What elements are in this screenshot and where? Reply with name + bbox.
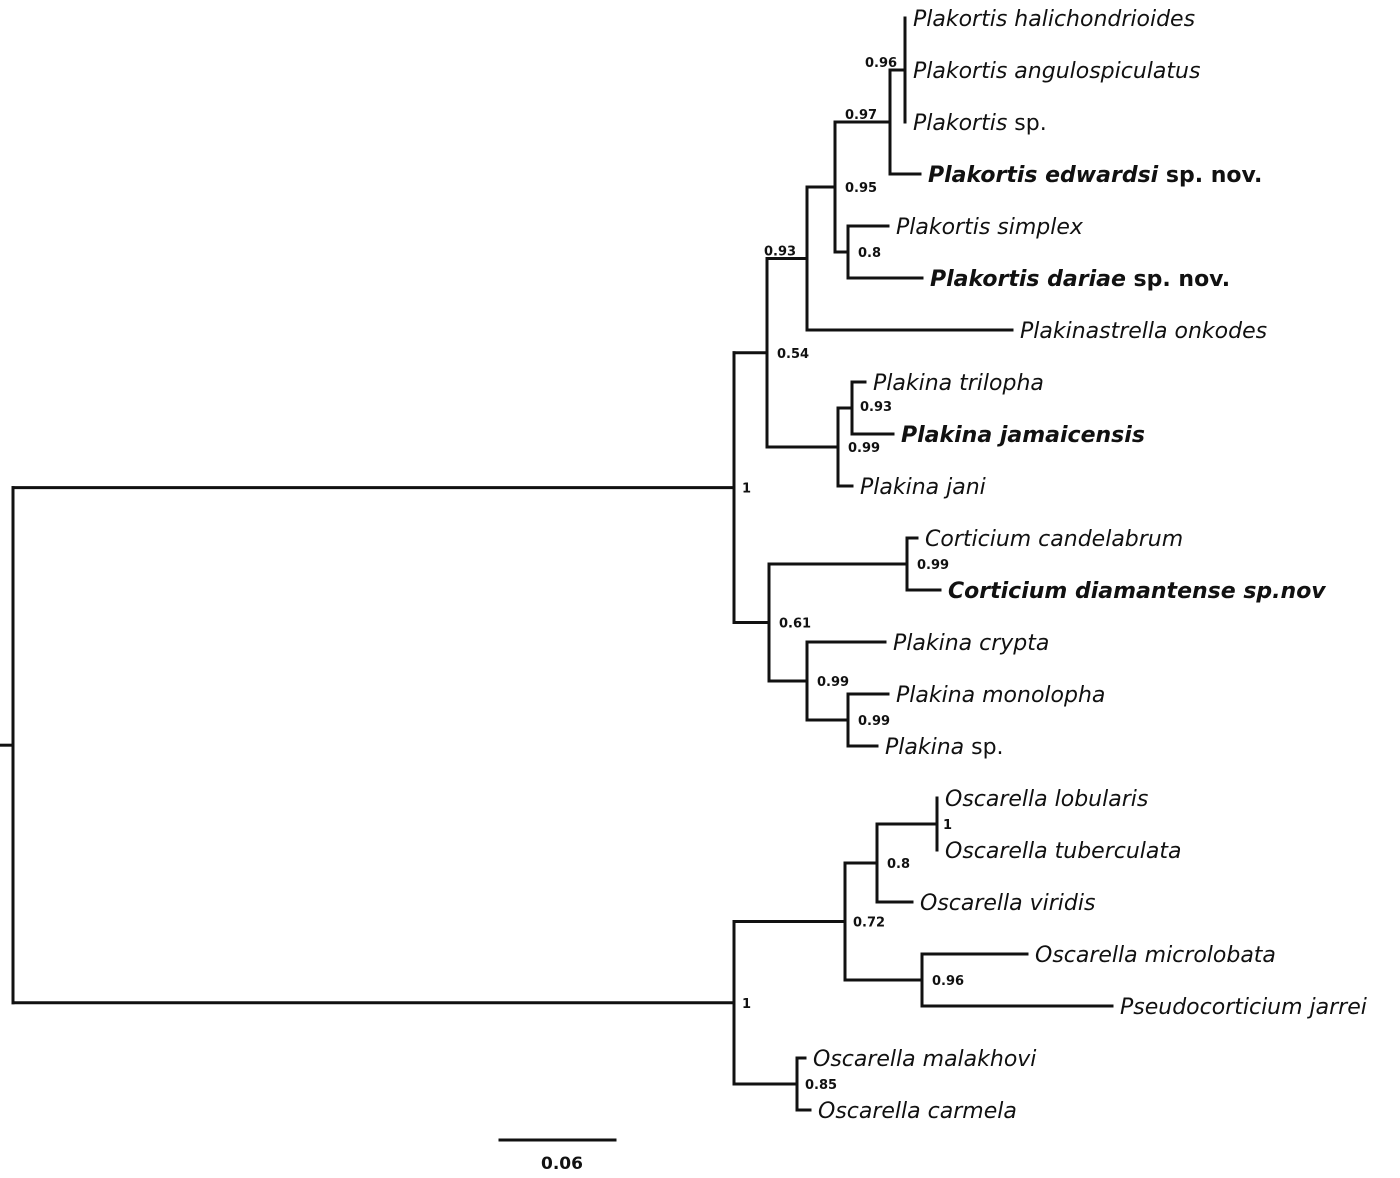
taxon-label-part: Pseudocorticium jarrei (1120, 995, 1367, 1020)
taxon-label-monolopha: Plakina monolopha (896, 683, 1105, 708)
taxon-label-part: Corticium candelabrum (925, 527, 1183, 552)
taxon-label-part: Plakina crypta (893, 631, 1049, 656)
taxon-label-part: Plakina jani (860, 475, 986, 500)
support-value-plakortis_core: 0.96 (865, 56, 897, 71)
taxon-label-jarrei: Pseudocorticium jarrei (1120, 995, 1367, 1020)
support-value-plakina_crypta_group: 0.99 (817, 675, 849, 690)
taxon-label-part: Oscarella carmela (818, 1099, 1017, 1124)
taxon-label-part: sp. nov. (1126, 267, 1230, 292)
support-value-oscarellidae_main: 0.72 (853, 916, 885, 931)
taxon-label-part: Oscarella viridis (920, 891, 1095, 916)
support-values: 0.96 0.97 0.8 0.95 0.93 0.93 0.99 0.54 0.99 0.99 0… (742, 56, 964, 1093)
taxon-label-simplex: Plakortis simplex (896, 215, 1084, 240)
taxon-label-angulospiculatus: Plakortis angulospiculatus (913, 59, 1200, 84)
taxon-label-part: Plakortis dariae (930, 267, 1126, 292)
taxon-label-part: Plakina (901, 423, 992, 448)
taxon-label-microlobata: Oscarella microlobata (1035, 943, 1276, 968)
taxon-label-jamaicensis: Plakina jamaicensis (901, 423, 1145, 448)
support-value-oscarellidae: 1 (742, 997, 751, 1012)
taxon-label-onkodes: Plakinastrella onkodes (1020, 319, 1267, 344)
taxon-label-viridis: Oscarella viridis (920, 891, 1095, 916)
support-value-plakortidae_plakina_trio: 0.54 (777, 347, 809, 362)
taxon-label-part: jamaicensis (992, 423, 1145, 448)
taxon-label-part: sp. (1007, 111, 1046, 136)
taxon-label-part: Corticium diamantense sp.nov (948, 579, 1326, 604)
taxon-label-part: Plakina trilopha (873, 371, 1044, 396)
support-value-plakortis_plakinastrella: 0.93 (764, 245, 796, 260)
support-value-oscarella_core: 0.8 (887, 857, 910, 872)
taxon-label-part: sp. nov. (1158, 163, 1262, 188)
support-value-lobularis_tuberculata: 1 (943, 818, 952, 833)
support-value-plakortis_with_edwardsi: 0.97 (845, 108, 877, 123)
taxon-label-part: Plakinastrella onkodes (1020, 319, 1267, 344)
taxon-label-halichondrioides: Plakortis halichondrioides (913, 7, 1195, 32)
support-value-microlobata_jarrei: 0.96 (932, 974, 964, 989)
taxon-label-part: Plakortis (913, 111, 1007, 136)
scale-bar-label: 0.06 (541, 1154, 583, 1174)
taxon-label-part: Plakortis simplex (896, 215, 1084, 240)
support-value-monolopha_sp: 0.99 (858, 714, 890, 729)
taxon-label-plakortis_sp: Plakortis sp. (913, 111, 1047, 136)
support-value-corticium_plakina: 0.61 (779, 617, 811, 632)
taxon-label-jani: Plakina jani (860, 475, 986, 500)
taxon-label-part: sp. (964, 735, 1003, 760)
taxon-label-part: Plakortis halichondrioides (913, 7, 1195, 32)
taxon-label-part: Oscarella malakhovi (813, 1047, 1036, 1072)
taxon-label-plakina_sp: Plakina sp. (885, 735, 1004, 760)
taxon-label-part: Plakina monolopha (896, 683, 1105, 708)
support-value-corticium: 0.99 (917, 558, 949, 573)
taxon-label-tuberculata: Oscarella tuberculata (945, 839, 1182, 864)
scale-bar: 0.06 (498, 1138, 617, 1174)
taxon-label-part: Oscarella microlobata (1035, 943, 1276, 968)
taxon-label-part: Plakortis edwardsi (928, 163, 1159, 188)
support-value-trilopha_jamaicensis: 0.93 (860, 400, 892, 415)
taxon-label-part: Plakina (885, 735, 964, 760)
taxon-label-malakhovi: Oscarella malakhovi (813, 1047, 1036, 1072)
taxon-label-part: Oscarella tuberculata (945, 839, 1182, 864)
taxon-label-part: Oscarella lobularis (945, 787, 1148, 812)
support-value-malakhovi_carmela: 0.85 (805, 1078, 837, 1093)
taxon-label-candelabrum: Corticium candelabrum (925, 527, 1183, 552)
taxon-label-diamantense: Corticium diamantense sp.nov (948, 579, 1326, 604)
taxon-label-trilopha: Plakina trilopha (873, 371, 1044, 396)
taxon-label-carmela: Oscarella carmela (818, 1099, 1017, 1124)
tree-branches (0, 16, 1114, 1112)
support-value-plakortis_genus: 0.95 (845, 181, 877, 196)
support-value-plakinidae: 1 (742, 482, 751, 497)
taxon-label-dariae: Plakortis dariae sp. nov. (930, 267, 1230, 292)
taxon-label-edwardsi: Plakortis edwardsi sp. nov. (928, 163, 1262, 188)
taxon-label-lobularis: Oscarella lobularis (945, 787, 1148, 812)
taxon-label-part: Plakortis angulospiculatus (913, 59, 1200, 84)
taxon-label-crypta: Plakina crypta (893, 631, 1049, 656)
support-value-plakina_trio: 0.99 (848, 441, 880, 456)
support-value-simplex_dariae: 0.8 (858, 246, 881, 261)
